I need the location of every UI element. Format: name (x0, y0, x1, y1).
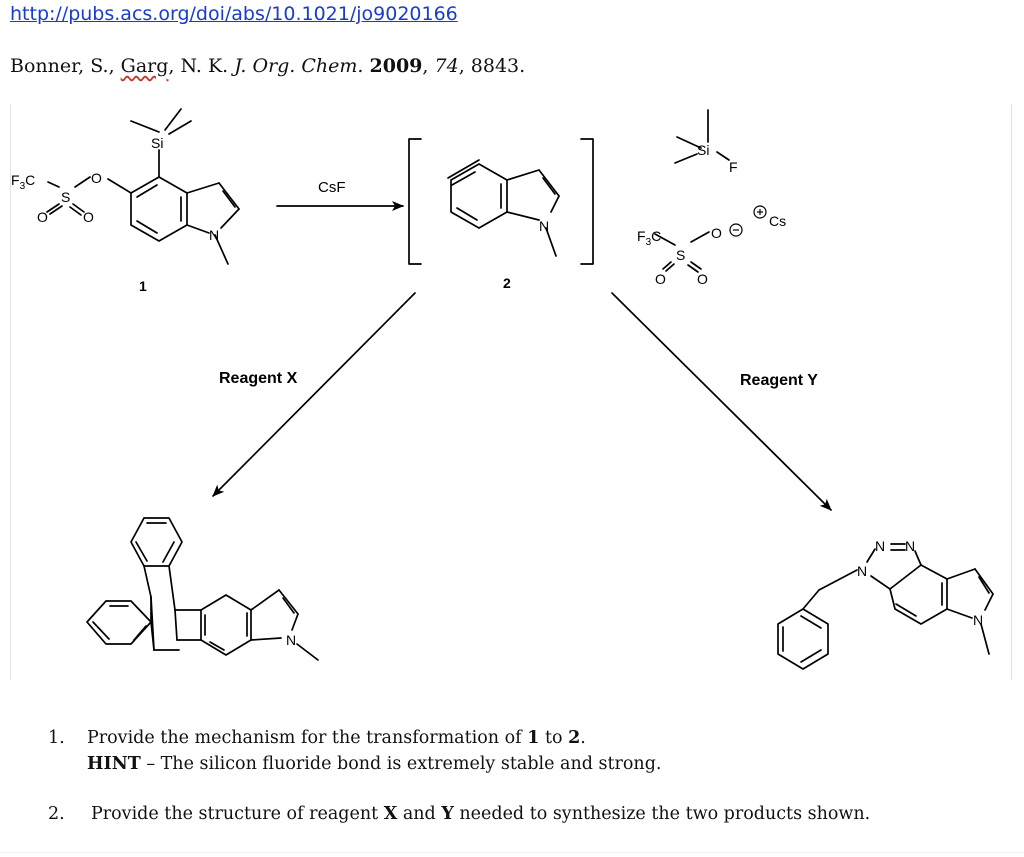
reaction-scheme-drawing: Si F3C O S O O N 1 CsF N 2 Si F F3C S O … (11, 108, 994, 670)
tms-fluoride-structure (674, 109, 730, 164)
reagent-ref: X (383, 804, 398, 824)
citation-journal: J. Org. Chem. (234, 55, 364, 77)
atom-n-label: N (875, 538, 885, 554)
citation-authors-b: , N. K. (168, 55, 235, 77)
hint-text: HINT – The silicon fluoride bond is extr… (87, 754, 661, 774)
compound-2-structure (408, 138, 594, 265)
question-text: Provide the mechanism for the transforma… (87, 728, 586, 748)
atom-n-label: N (209, 227, 219, 243)
atom-s-label: S (61, 189, 70, 205)
reagent-y-label: Reagent Y (740, 372, 818, 389)
atom-n-label: N (857, 563, 867, 579)
atom-o-label: O (37, 209, 48, 225)
atom-n-label: N (286, 632, 296, 648)
positive-charge-icon (753, 205, 767, 219)
question-text-part: to (539, 728, 569, 748)
atom-n-label: N (539, 218, 549, 234)
atom-o-label: O (91, 170, 102, 186)
atom-o-label: O (711, 225, 722, 241)
compound-2-label: 2 (503, 275, 511, 291)
atom-cs-label: Cs (769, 213, 786, 229)
atom-o-label: O (655, 271, 666, 287)
compound-ref: 2 (568, 728, 581, 748)
question-text-part: needed to synthesize the two products sh… (453, 804, 871, 824)
atom-o-label: O (83, 209, 94, 225)
question-text-part: Provide the mechanism for the transforma… (87, 728, 528, 748)
citation-volume: 74 (434, 55, 459, 77)
citation: Bonner, S., Garg, N. K. J. Org. Chem. 20… (10, 55, 526, 77)
product-y-structure (777, 543, 994, 670)
compound-1-label: 1 (139, 278, 147, 294)
question-text: Provide the structure of reagent X and Y… (91, 804, 870, 824)
citation-authors-a: Bonner, S., (10, 55, 121, 77)
atom-o-label: O (697, 271, 708, 287)
question-number: 2. (48, 804, 65, 824)
negative-charge-icon (729, 223, 743, 237)
question-number: 1. (48, 728, 65, 748)
question-text-part: Provide the structure of reagent (91, 804, 384, 824)
hint-body: – The silicon fluoride bond is extremely… (140, 754, 662, 774)
reaction-scheme: Si F3C O S O O N 1 CsF N 2 Si F F3C S O … (10, 104, 1012, 680)
citation-year: 2009 (369, 55, 423, 77)
reagent-x-label: Reagent X (219, 370, 298, 387)
compound-1-structure (46, 108, 240, 265)
hint-label: HINT (87, 754, 141, 774)
cesium-triflate-structure (654, 231, 710, 273)
atom-si-label: Si (697, 142, 709, 158)
atom-n-label: N (905, 538, 915, 554)
atom-f3c-label: F3C (11, 172, 35, 192)
citation-pages: 8843. (470, 55, 526, 77)
atom-f-label: F (729, 159, 738, 175)
doi-link[interactable]: http://pubs.acs.org/doi/abs/10.1021/jo90… (10, 3, 458, 25)
product-x-structure (86, 517, 319, 661)
atom-si-label: Si (151, 135, 163, 151)
atom-n-label: N (973, 612, 983, 628)
question-text-part: . (580, 728, 586, 748)
reagent-csf-label: CsF (318, 179, 346, 196)
atom-f3c-label: F3C (637, 228, 661, 248)
question-text-part: and (397, 804, 442, 824)
compound-ref: 1 (527, 728, 540, 748)
page-divider (0, 852, 1024, 853)
reagent-ref: Y (441, 804, 454, 824)
atom-s-label: S (676, 247, 685, 263)
citation-author-flagged: Garg (120, 55, 169, 77)
